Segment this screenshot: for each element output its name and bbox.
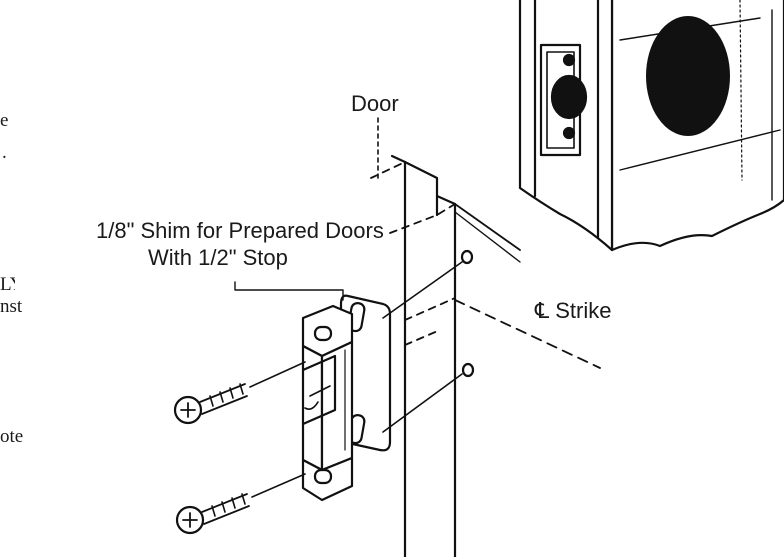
strike-bracket [301,304,354,502]
shim-plate [234,281,392,452]
cropped-text-fragment: e [0,110,9,131]
door-edge-illustration [518,0,784,252]
stop-label: With 1/2" Stop [148,245,288,270]
door-label: Door [351,91,399,116]
shim-label: 1/8" Shim for Prepared Doors [96,218,384,243]
cropped-text-fragment: nst [0,296,23,317]
screw-bottom [175,473,306,535]
alignment-lines [382,211,521,433]
cropped-text-fragment: . [2,142,7,163]
cropped-text-fragment: ote [0,426,24,447]
cropped-text-fragment: LY [0,274,15,295]
strike-centerline-label: ℄ Strike [535,298,612,323]
door-jamb [370,117,601,557]
screw-top [173,361,306,425]
